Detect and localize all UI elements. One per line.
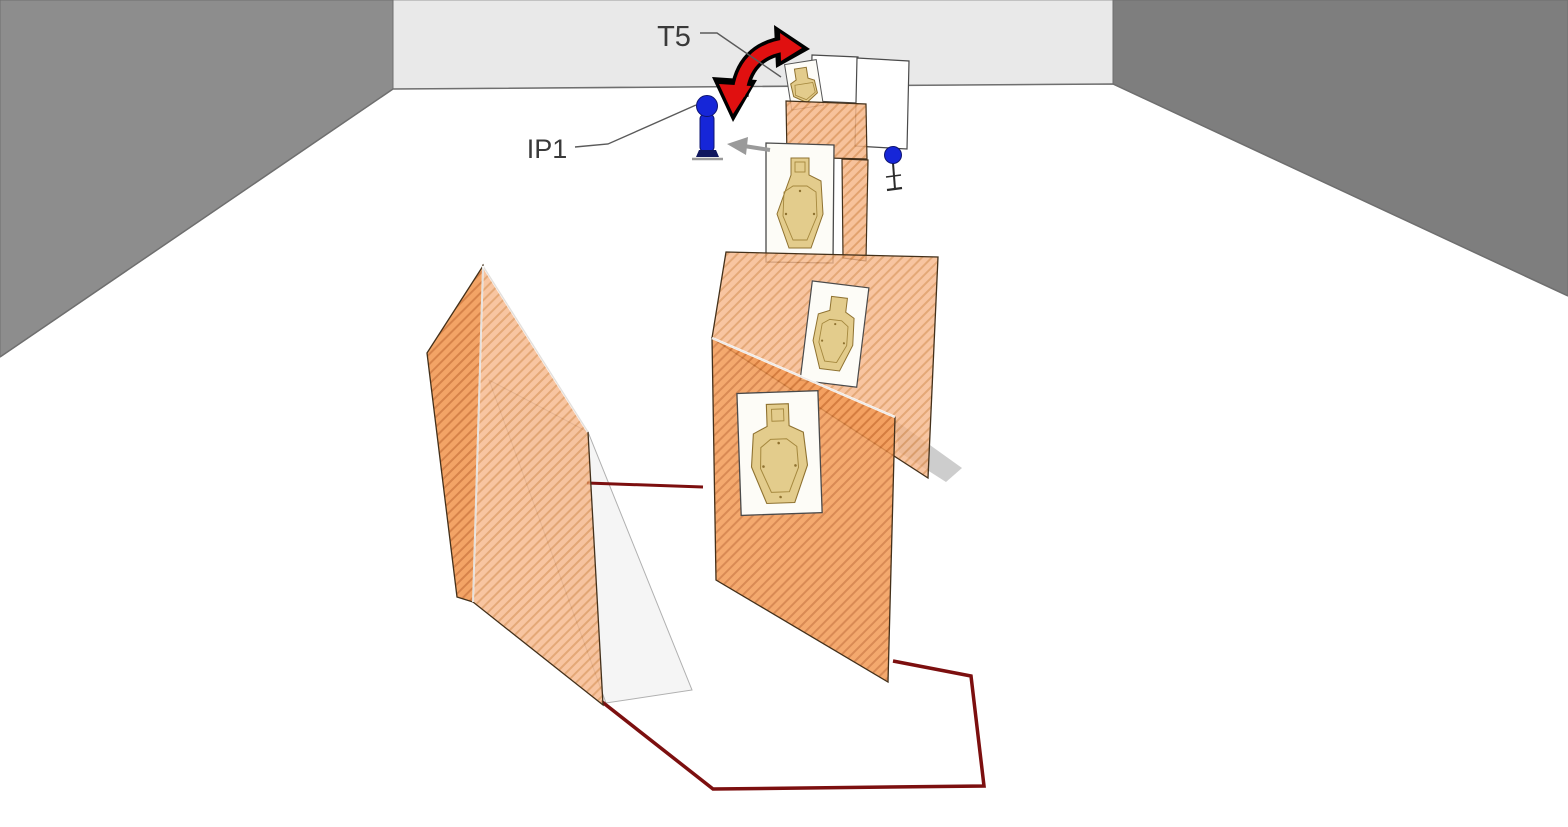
swing-arrow-head-bottom [719,84,751,114]
dot [779,495,782,499]
left-barrier-top-highlight [481,265,590,433]
front-target-head-ring [771,408,785,422]
secondary-marker-base [886,186,903,192]
leaning-target [799,280,870,388]
leaning-target-silhouette [812,295,855,372]
ip1-marker-ball [696,95,718,117]
mid-front-top-highlight [711,336,896,419]
secondary-marker-ball [884,146,902,164]
ip1-leader-line [574,104,697,148]
left-barrier-fold-highlight [472,265,484,603]
backstop-group [810,54,910,150]
dot [842,342,846,345]
swing-arrow [712,25,810,122]
back-barrier-post [841,158,869,262]
dot [794,464,797,467]
front-target-body-ring [760,438,800,493]
secondary-marker-crossbar [885,174,902,178]
t5-label: T5 [657,21,691,53]
ip1-marker-base [696,150,719,157]
standing-target [765,142,835,264]
dot [798,189,802,193]
direction-arrow [727,137,771,155]
swinger-target-ring [794,81,816,101]
dot [834,322,837,326]
ip1-marker-body [699,113,715,153]
dot [812,212,816,216]
t5-leader-line [700,32,782,78]
direction-arrow-head [727,137,748,155]
ip1-marker [692,95,723,161]
standing-target-body-ring [782,185,818,241]
fault-line-back [586,481,704,489]
standing-target-head-ring [794,161,806,173]
secondary-marker [884,146,903,192]
swinger-target-silhouette [790,66,818,104]
left-barrier [426,263,604,707]
dot [762,465,765,468]
dot [784,212,788,216]
fault-line-front [599,659,986,791]
dot [777,441,780,445]
ip1-label: IP1 [527,134,568,164]
swing-arrow-head-top [780,33,802,61]
direction-arrow-shaft [743,144,771,152]
front-target [736,389,823,517]
dot [821,339,824,342]
leaning-target-ring [818,318,849,364]
right-wall [1112,0,1568,297]
